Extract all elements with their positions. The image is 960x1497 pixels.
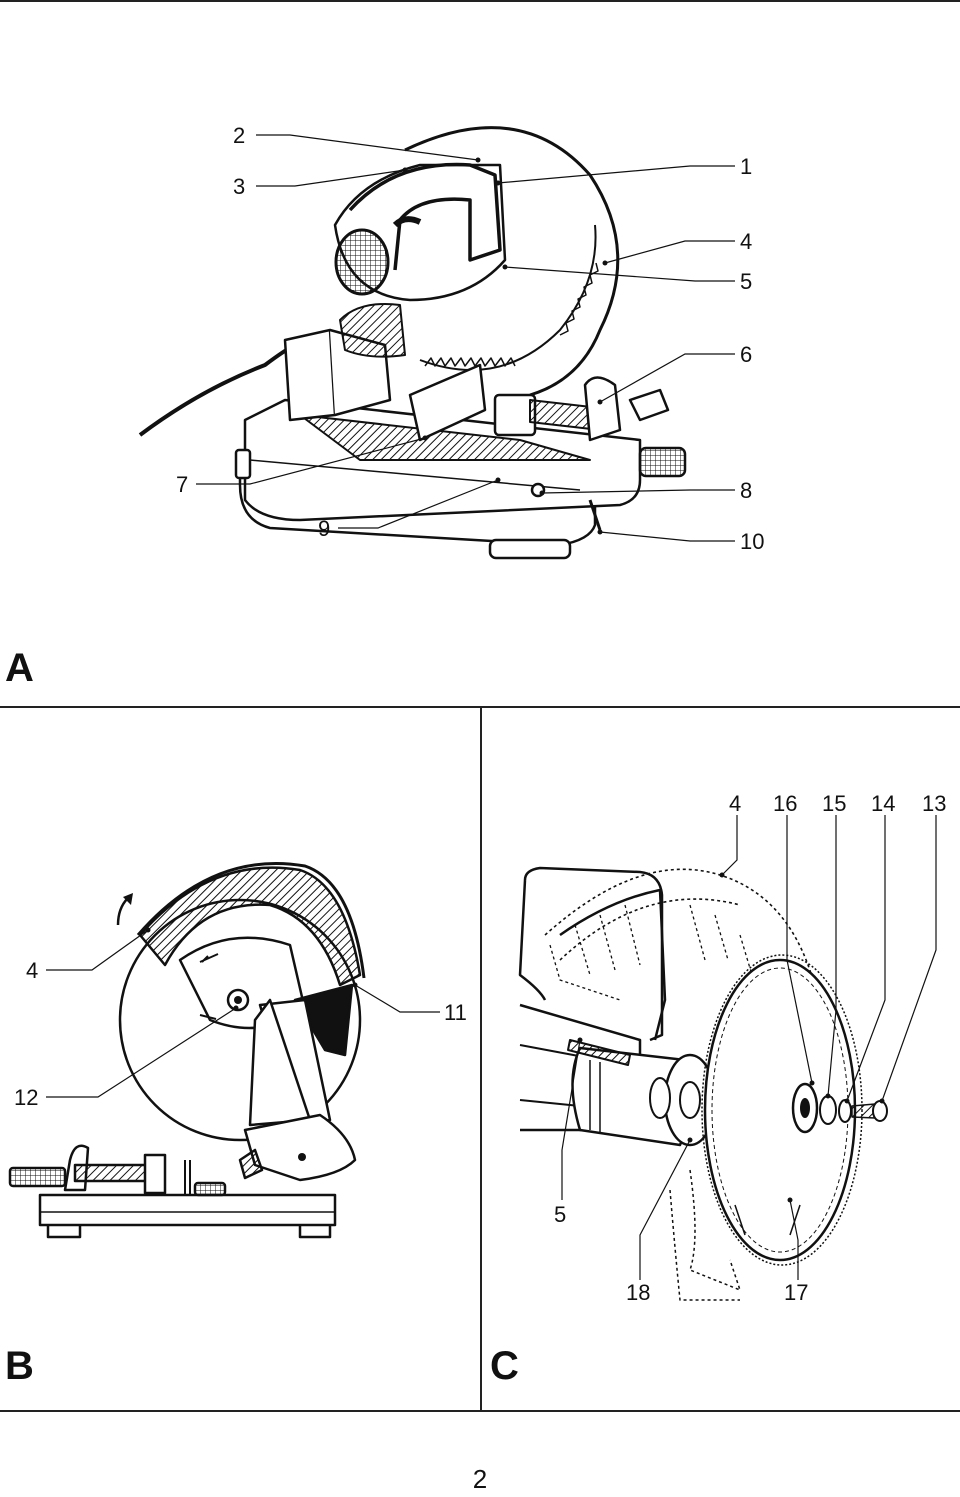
panel-divider-vertical [480, 706, 482, 1411]
callout-c-18: 18 [626, 1280, 651, 1305]
guard-side-view-drawing [8, 862, 366, 1239]
callout-a-7: 7 [176, 472, 189, 497]
blade-assembly-drawing [518, 866, 888, 1301]
callout-b-12: 12 [14, 1085, 39, 1110]
bottom-rule [0, 1410, 960, 1412]
callout-b-4: 4 [26, 958, 39, 983]
top-rule [0, 0, 960, 2]
saw-overview-drawing [138, 126, 687, 560]
page-number: 2 [472, 1464, 488, 1494]
callout-a-4: 4 [740, 229, 753, 254]
callout-c-16: 16 [773, 791, 798, 816]
callout-a-1: 1 [740, 154, 753, 179]
callout-c-15: 15 [822, 791, 847, 816]
figure-b-letter: B [5, 1344, 34, 1388]
callout-b-11: 11 [444, 1000, 467, 1025]
callout-a-5: 5 [740, 269, 753, 294]
figure-a-leader-dots [402, 157, 608, 535]
figure-a-letter: A [5, 646, 34, 690]
callout-c-5: 5 [554, 1202, 567, 1227]
callout-a-9: 9 [318, 516, 331, 541]
figure-c-leaders [561, 815, 937, 1280]
callout-a-2: 2 [233, 123, 246, 148]
callout-a-6: 6 [740, 342, 753, 367]
callout-c-13: 13 [922, 791, 947, 816]
callout-c-14: 14 [871, 791, 896, 816]
figure-b-leaders [46, 929, 440, 1098]
callout-a-3: 3 [233, 174, 246, 199]
callout-c-17: 17 [784, 1280, 809, 1305]
figure-a-leaders [196, 134, 735, 542]
callout-c-4: 4 [729, 791, 742, 816]
callout-a-8: 8 [740, 478, 753, 503]
figure-c-letter: C [490, 1344, 519, 1388]
callout-a-10: 10 [740, 529, 765, 554]
